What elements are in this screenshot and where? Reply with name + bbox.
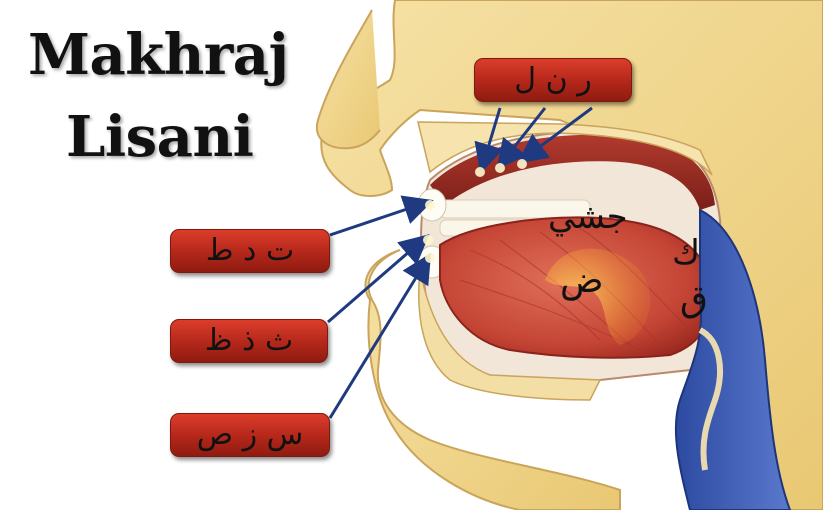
arrow-top-1 — [474, 107, 504, 174]
epiglottis — [698, 327, 723, 471]
mouth-label-jeem-sheen-ya: جشي — [548, 197, 628, 237]
arrow-box-2 — [327, 234, 430, 324]
arrow-box-3 — [328, 252, 432, 419]
mouth-label-dad: ض — [560, 260, 604, 301]
label-top-text: ر ن ل — [514, 62, 592, 97]
mouth-label-kaf: ك — [672, 233, 701, 273]
label-box-1-text: ت د ط — [205, 233, 295, 268]
label-box-2-text: ث ذ ظ — [204, 323, 294, 358]
label-box-3: س ز ص — [170, 413, 330, 457]
arrow-top-3 — [517, 106, 593, 164]
title-lisani: Lisani — [66, 104, 254, 170]
label-box-3-text: س ز ص — [196, 417, 304, 452]
arrow-box-1 — [329, 195, 434, 237]
airflow-swirl — [545, 248, 651, 345]
nose — [315, 9, 381, 150]
pointer-arrows — [327, 106, 593, 419]
label-box-1: ت د ط — [170, 229, 330, 273]
label-box-2: ث ذ ظ — [170, 319, 328, 363]
chin — [364, 249, 621, 510]
label-box-top: ر ن ل — [474, 58, 632, 102]
mouth-label-qaf: ق — [680, 279, 708, 320]
title-makhraj: Makhraj — [28, 22, 289, 88]
articulation-points — [423, 159, 527, 263]
mandible — [418, 269, 602, 401]
